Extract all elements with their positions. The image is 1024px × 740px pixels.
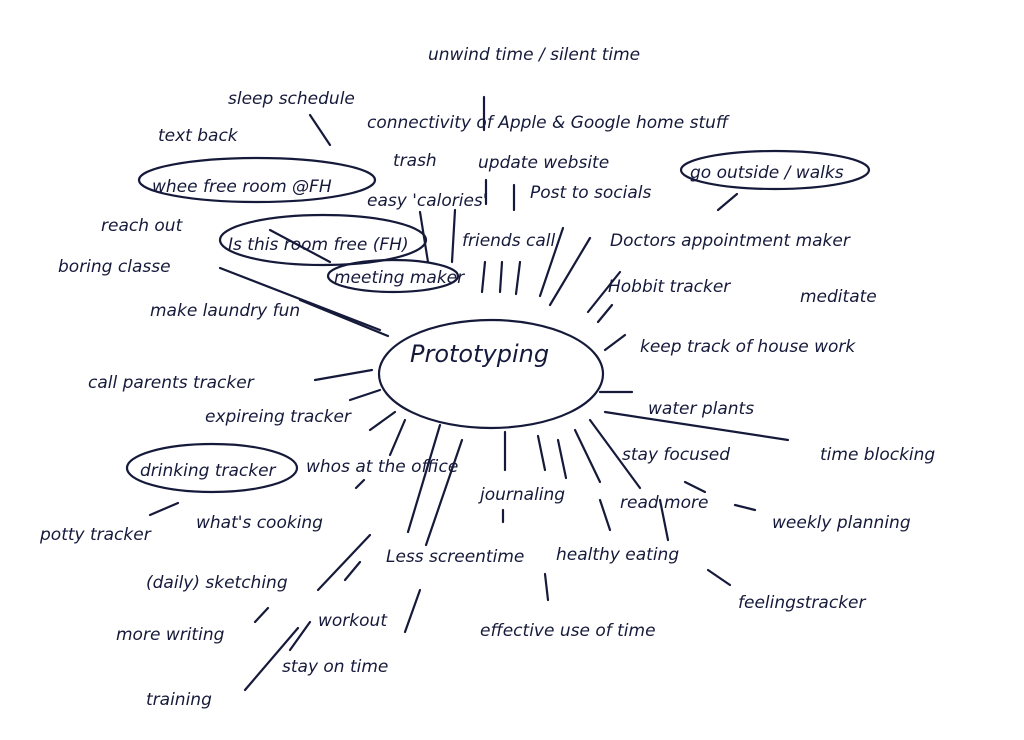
idea-focused: stay focused <box>622 445 730 465</box>
idea-labels: unwind time / silent time sleep schedule… <box>39 45 935 710</box>
idea-expiring: expireing tracker <box>205 407 352 427</box>
idea-effective: effective use of time <box>480 621 656 641</box>
idea-boring: boring classe <box>58 257 171 277</box>
idea-laundry: make laundry fun <box>150 301 300 321</box>
idea-hobbit: Hobbit tracker <box>608 277 731 297</box>
idea-training: training <box>146 690 212 710</box>
idea-ontime: stay on time <box>282 657 388 677</box>
idea-healthy: healthy eating <box>556 545 679 565</box>
circled-highlights <box>125 149 871 494</box>
idea-plants: water plants <box>648 399 754 419</box>
idea-journaling: journaling <box>478 485 565 505</box>
connector-lines <box>148 95 790 692</box>
circle-go-outside <box>679 149 871 191</box>
idea-roomfree: Is this room free (FH) <box>228 235 409 255</box>
circle-drinking-tracker <box>125 442 299 494</box>
idea-weekly: weekly planning <box>772 513 911 533</box>
idea-whosoffice: whos at the office <box>306 457 458 477</box>
idea-freeroom: whee free room @FH <box>152 177 332 197</box>
circle-meeting-maker <box>326 258 460 294</box>
idea-callparents: call parents tracker <box>88 373 255 393</box>
idea-writing: more writing <box>116 625 225 645</box>
idea-outside: go outside / walks <box>690 163 844 183</box>
idea-trash: trash <box>393 151 437 171</box>
idea-calories: easy 'calories' <box>367 191 487 211</box>
idea-readmore: read more <box>620 493 708 513</box>
idea-doctors: Doctors appointment maker <box>610 231 851 251</box>
idea-screentime: Less screentime <box>386 547 524 567</box>
idea-potty: potty tracker <box>39 525 152 545</box>
idea-textback: text back <box>158 126 239 146</box>
center-label: Prototyping <box>410 340 549 368</box>
idea-meeting: meeting maker <box>334 268 465 288</box>
idea-timeblocking: time blocking <box>820 445 935 465</box>
idea-housework: keep track of house work <box>640 337 856 357</box>
idea-reachout: reach out <box>101 216 184 236</box>
idea-sketching: (daily) sketching <box>146 573 288 593</box>
idea-friends: friends call <box>462 231 555 251</box>
idea-workout: workout <box>318 611 388 631</box>
center-bubble <box>377 318 605 430</box>
idea-feelings: feelingstracker <box>738 593 866 613</box>
circle-free-room <box>137 156 377 204</box>
idea-connectivity: connectivity of Apple & Google home stuf… <box>367 113 730 133</box>
idea-drinking: drinking tracker <box>140 461 277 481</box>
idea-website: update website <box>478 153 609 173</box>
idea-cooking: what's cooking <box>196 513 323 533</box>
idea-socials: Post to socials <box>530 183 652 203</box>
idea-meditate: meditate <box>800 287 877 307</box>
idea-unwind: unwind time / silent time <box>428 45 640 65</box>
circle-room-free <box>218 213 428 267</box>
idea-sleep: sleep schedule <box>228 89 355 109</box>
